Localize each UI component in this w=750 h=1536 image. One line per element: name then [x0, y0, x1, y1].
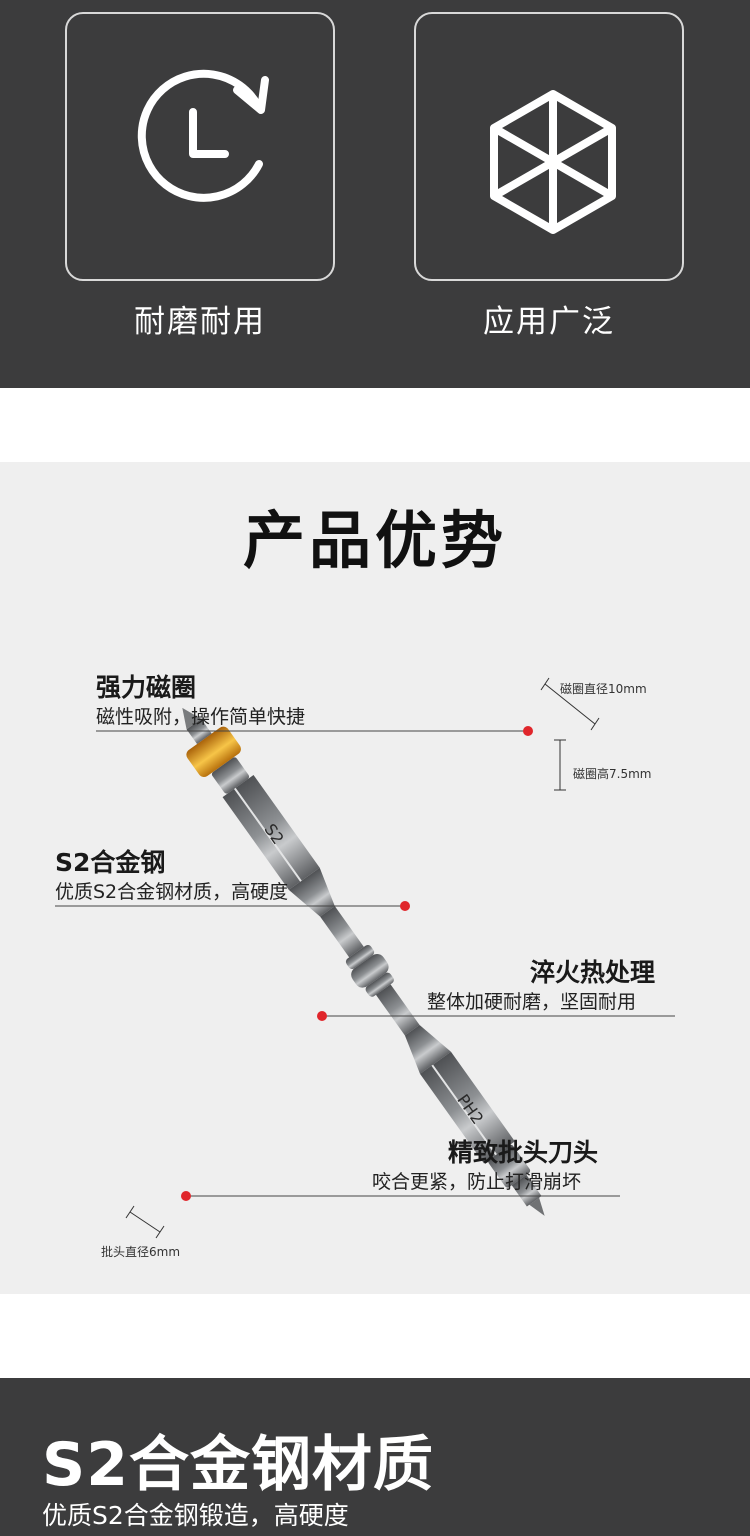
screwdriver-bit-illustration: S2 PH2 — [55, 677, 675, 1239]
material-title: S2合金钢材质 — [42, 1430, 434, 1500]
advantages-section: 产品优势 — [0, 462, 750, 1294]
feature-card-versatile — [414, 12, 684, 281]
clock-refresh-icon — [137, 69, 269, 202]
features-section: 耐磨耐用 应用广泛 — [0, 0, 750, 388]
feature-label-durable: 耐磨耐用 — [134, 304, 266, 340]
cube-icon — [490, 90, 616, 234]
callout-dot-magnet — [523, 726, 533, 736]
callout-dot-steel — [400, 901, 410, 911]
material-subtitle: 优质S2合金钢锻造，高硬度 — [42, 1501, 349, 1530]
dimension-ring-diameter: 磁圈直径10mm — [560, 682, 647, 696]
callout-title-magnet: 强力磁圈 — [96, 673, 197, 702]
callout-desc-heat: 整体加硬耐磨，坚固耐用 — [427, 991, 637, 1013]
dimension-tip-diameter: 批头直径6mm — [101, 1245, 181, 1259]
feature-card-durable — [65, 12, 335, 281]
callout-desc-magnet: 磁性吸附，操作简单快捷 — [96, 706, 306, 728]
material-section: S2合金钢材质 优质S2合金钢锻造，高硬度 — [0, 1378, 750, 1536]
callout-title-steel: S2合金钢 — [55, 848, 166, 877]
callout-title-tip: 精致批头刀头 — [448, 1138, 599, 1167]
feature-label-versatile: 应用广泛 — [483, 304, 615, 340]
callout-dot-heat — [317, 1011, 327, 1021]
callout-desc-steel: 优质S2合金钢材质，高硬度 — [55, 881, 289, 903]
dimension-ring-height: 磁圈高7.5mm — [573, 767, 652, 781]
callout-title-heat: 淬火热处理 — [530, 958, 656, 987]
section-title: 产品优势 — [242, 504, 507, 577]
callout-desc-tip: 咬合更紧，防止打滑崩坏 — [372, 1171, 582, 1193]
callout-dot-tip — [181, 1191, 191, 1201]
